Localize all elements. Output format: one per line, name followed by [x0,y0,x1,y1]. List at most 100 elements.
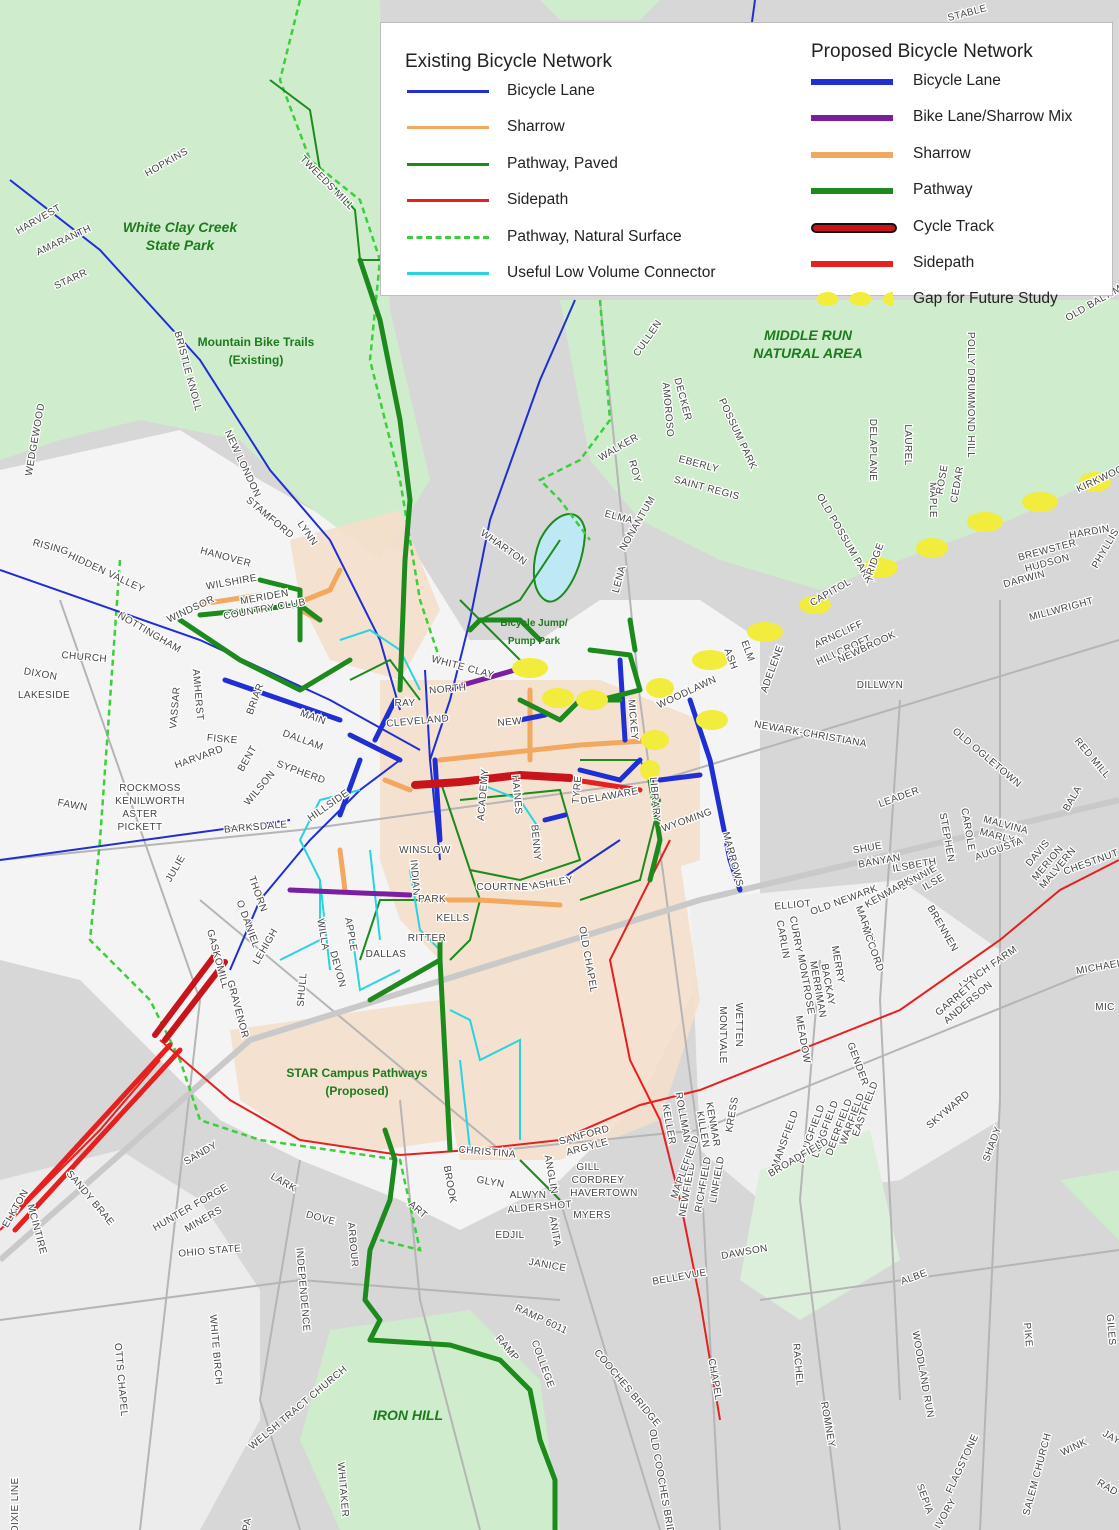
legend-row: Pathway, Natural Surface [407,226,707,250]
street-label: POLLY DRUMMOND HILL [965,332,976,458]
street-label: GILL [576,1162,599,1173]
street-label: KENILWORTH [115,796,185,807]
proposed-sharrows [192,567,663,908]
legend-label: Gap for Future Study [913,290,1058,308]
legend-row: Gap for Future Study [811,288,1111,312]
street-label: MIC [1095,1002,1115,1013]
area-iron-hill: IRON HILL [373,1407,443,1423]
future-study-gaps [512,472,1111,780]
street-label: LIBRARY [647,777,662,823]
street-label: ASTER [122,809,157,820]
street-label: NEW [497,716,523,729]
map-legend: Existing Bicycle Network Proposed Bicycl… [380,22,1113,307]
legend-label: Useful Low Volume Connector [507,264,716,281]
street-label: CORDREY [572,1175,625,1186]
street-label: SHULL [296,972,310,1007]
street-label: PIKE [1021,1322,1034,1347]
legend-swatch [407,162,489,166]
street-label: PA [241,1517,254,1530]
street-label: EDJIL [495,1230,524,1241]
street-label: ALWYN [510,1190,547,1201]
street-label: DELAPLANE [867,419,878,482]
legend-swatch [811,151,893,158]
legend-swatch [811,292,893,307]
street-label: GILES [1104,1314,1118,1346]
legend-label: Pathway, Paved [507,154,618,172]
legend-label: Cycle Track [913,217,994,235]
legend-row: Bicycle Lane [407,80,707,104]
legend-label: Sidepath [913,254,975,271]
legend-row: Useful Low Volume Connector [407,262,716,286]
street-label: MYERS [573,1210,611,1221]
street-label: ELLIOT [774,898,812,912]
university-areas [230,510,700,1160]
legend-label: Bicycle Lane [913,72,1001,89]
legend-swatch [407,126,489,130]
legend-label: Sharrow [507,118,565,136]
low-volume-connectors [279,628,541,1151]
street-label: PARK [418,894,446,905]
proposed-bike-sharrow-mix [287,667,518,898]
legend-swatch [811,188,893,195]
legend-proposed-title: Proposed Bicycle Network [811,41,1033,62]
legend-swatch [811,222,897,233]
legend-swatch [407,272,489,275]
area-star-campus: STAR Campus Pathways(Proposed) [286,1066,427,1098]
street-label: DALLAS [366,949,407,960]
street-label: ROCKMOSS [119,783,181,794]
legend-swatch [407,90,489,93]
legend-label: Sharrow [913,144,971,162]
legend-swatch [811,261,893,267]
legend-label: Pathway [913,181,973,199]
proposed-pathways [177,257,663,1530]
legend-swatch [811,79,893,85]
legend-label: Bicycle Lane [507,82,595,99]
street-label: ARBOUR [345,1222,360,1268]
legend-swatch [407,235,489,239]
street-label: HAINES [509,775,523,815]
area-mountain-bike: Mountain Bike Trails(Existing) [198,335,315,367]
legend-row: Sharrow [811,143,1111,167]
legend-row: Sidepath [407,189,707,213]
legend-row: Cycle Track [811,216,1111,240]
legend-row: Pathway [811,179,1111,203]
street-label: WETTEN [733,1003,744,1048]
street-label: RACHEL [790,1343,805,1387]
proposed-cycle-track [2,770,643,1233]
street-label: DIXIE LINE [10,1477,21,1530]
street-label: HAVERTOWN [570,1188,638,1199]
street-label: TYRE [571,775,584,804]
legend-row: Sidepath [811,252,1111,276]
legend-row: Pathway, Paved [407,153,707,177]
street-label: MICKEY [625,699,640,741]
legend-swatch [811,115,893,122]
minor-streets [0,299,1119,1530]
legend-row: Bicycle Lane [811,70,1111,94]
street-label: MAPLE [927,482,938,518]
street-label: LAUREL [902,424,913,465]
street-label: NORTH [429,682,467,696]
area-bicycle-jump: Bicycle Jump/Pump Park [500,618,567,647]
street-label: INDIAN [407,859,421,896]
legend-existing-title: Existing Bicycle Network [405,51,612,72]
street-label: LAKESIDE [18,690,70,701]
street-label: BENNY [528,824,542,861]
railroad [0,797,1119,1263]
street-label: CHURCH [61,650,108,665]
street-label: WINSLOW [399,845,451,856]
legend-swatch [407,199,489,203]
street-label: FISKE [206,733,238,747]
street-label: RITTER [408,933,447,944]
legend-label: Sidepath [507,191,569,209]
legend-label: Pathway, Natural Surface [507,227,682,245]
street-label: MONTVALE [717,1006,728,1063]
street-label: KELLS [436,913,469,924]
street-label: COURTNEY [476,882,535,893]
street-label: RAY [394,698,415,709]
street-label: PICKETT [117,822,162,833]
legend-row: Bike Lane/Sharrow Mix [811,106,1111,130]
street-label: DILLWYN [857,680,904,691]
